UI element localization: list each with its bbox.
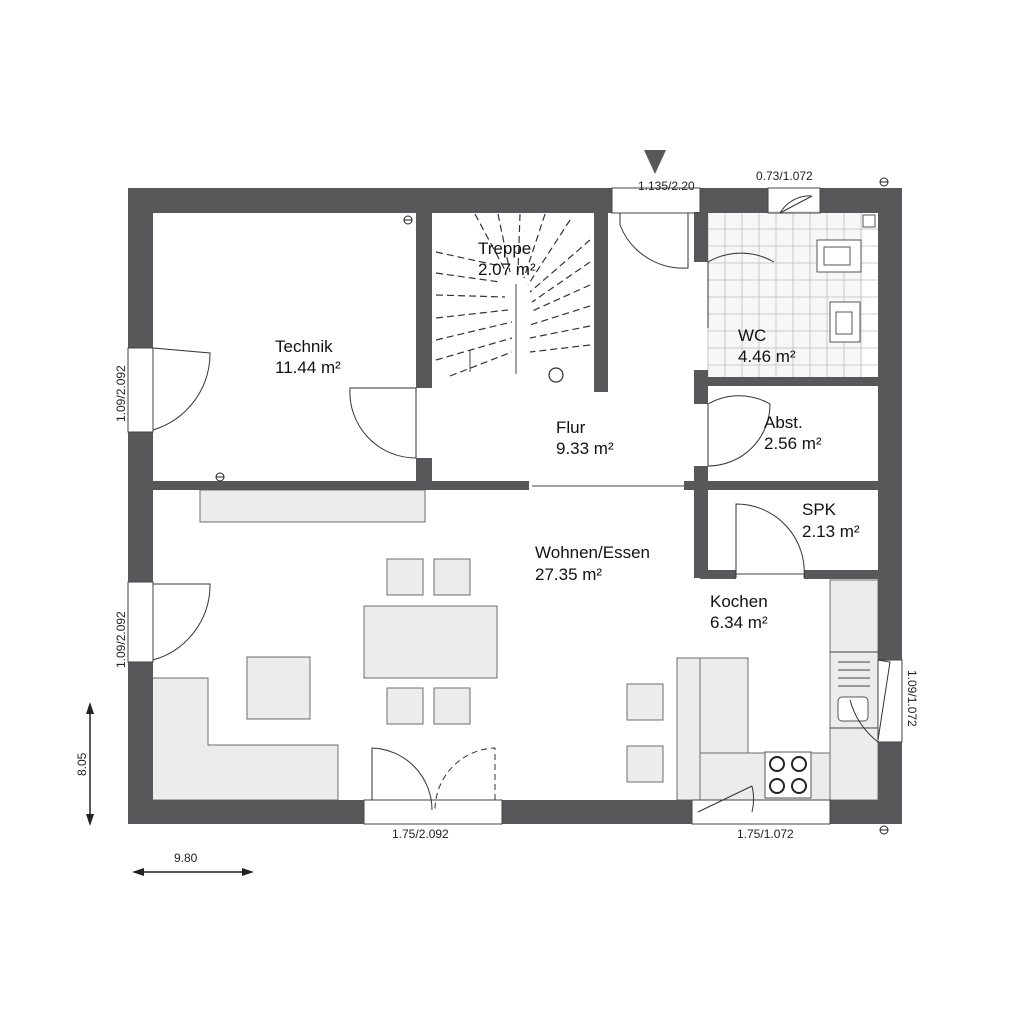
dim-technik-window: 1.09/2.092 <box>114 365 128 422</box>
width-dimension-arrow <box>132 868 254 876</box>
window-frames <box>127 187 903 825</box>
cooktop-icon <box>764 751 812 799</box>
staircase <box>432 212 594 383</box>
room-name-wc: WC <box>738 326 766 345</box>
kitchen-drainboard <box>838 661 870 687</box>
technik-shelf <box>199 489 426 523</box>
room-area-wohnen: 27.35 m² <box>535 565 602 584</box>
dim-overall-width: 9.80 <box>174 851 198 865</box>
room-name-flur: Flur <box>556 418 586 437</box>
room-area-flur: 9.33 m² <box>556 439 614 458</box>
dim-overall-depth: 8.05 <box>75 752 89 776</box>
room-name-abst: Abst. <box>764 413 803 432</box>
dining-chair-3 <box>386 687 424 725</box>
room-name-technik: Technik <box>275 337 333 356</box>
room-area-spk: 2.13 m² <box>802 522 860 541</box>
room-name-treppe: Treppe <box>478 239 531 258</box>
toilet-icon <box>829 301 861 343</box>
bar-stool-1 <box>626 683 664 721</box>
room-name-kochen: Kochen <box>710 592 768 611</box>
dim-kitchen-window-bottom: 1.75/1.072 <box>737 827 794 841</box>
depth-dimension-arrow <box>86 702 94 826</box>
dining-chair-4 <box>433 687 471 725</box>
room-name-spk: SPK <box>802 500 837 519</box>
shower-icon <box>862 214 876 228</box>
dining-chair-1 <box>386 558 424 596</box>
room-area-kochen: 6.34 m² <box>710 613 768 632</box>
washbasin-icon <box>816 239 862 273</box>
dim-kitchen-window-right: 1.09/1.072 <box>905 670 919 727</box>
walls <box>128 188 902 824</box>
dim-wc-window: 0.73/1.072 <box>756 169 813 183</box>
bar-stool-2 <box>626 745 664 783</box>
room-name-wohnen: Wohnen/Essen <box>535 543 650 562</box>
dining-table <box>363 605 498 679</box>
dim-living-window-left: 1.09/2.092 <box>114 611 128 668</box>
room-area-treppe: 2.07 m² <box>478 260 536 279</box>
room-area-technik: 11.44 m² <box>275 358 341 377</box>
room-area-wc: 4.46 m² <box>738 347 796 366</box>
room-area-abst: 2.56 m² <box>764 434 822 453</box>
entrance-arrow-icon <box>644 150 666 174</box>
dim-entrance-door: 1.135/2.20 <box>638 179 695 193</box>
door-swings <box>152 195 891 813</box>
dim-terrace-door: 1.75/2.092 <box>392 827 449 841</box>
dining-chair-2 <box>433 558 471 596</box>
pipe-symbols <box>215 177 889 835</box>
armchair <box>246 656 311 720</box>
